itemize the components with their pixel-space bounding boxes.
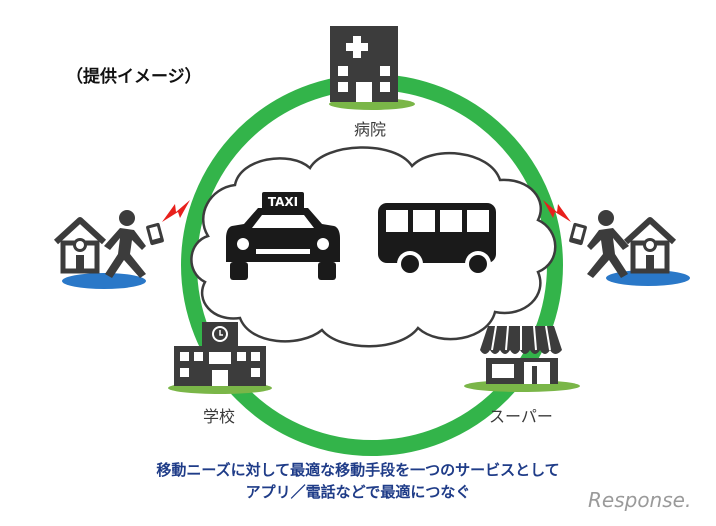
taxi-sign: TAXI <box>268 195 298 209</box>
school-label: 学校 <box>203 407 236 426</box>
house-icon <box>53 217 146 289</box>
hospital-label: 病院 <box>354 120 387 139</box>
house-icon <box>606 217 690 286</box>
hospital-icon <box>329 26 415 110</box>
bus-icon <box>378 203 496 277</box>
note-label: （提供イメージ） <box>66 67 202 87</box>
brand-logo: Response. <box>588 488 692 512</box>
caption-line-2: アプリ／電話などで最適につなぐ <box>245 483 471 501</box>
lightning-icon <box>162 200 190 222</box>
walking-person-icon <box>104 210 146 278</box>
smartphone-icon <box>146 222 164 246</box>
walking-person-icon <box>587 210 629 278</box>
taxi-icon <box>226 192 340 280</box>
school-icon <box>168 322 272 394</box>
caption-line-1: 移動ニーズに対して最適な移動手段を一つのサービスとして <box>156 461 560 479</box>
lightning-icon <box>543 200 571 222</box>
supermarket-label: スーパー <box>489 407 553 426</box>
smartphone-icon <box>569 222 587 246</box>
store-icon <box>464 325 580 392</box>
